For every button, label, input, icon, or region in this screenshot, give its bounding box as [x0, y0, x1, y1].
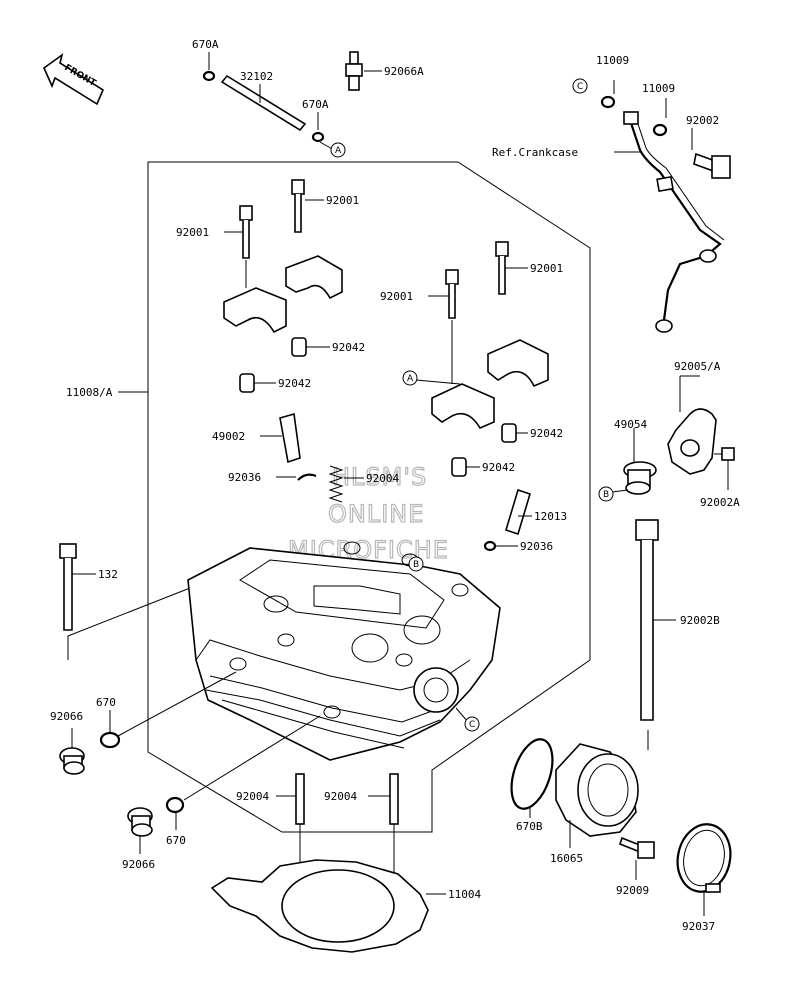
part-92002a-bolt [714, 447, 735, 490]
label-670a-top: 670A [192, 38, 219, 51]
part-cam-cap-3 [487, 339, 549, 388]
label-11008a: 11008/A [66, 386, 113, 399]
label-11004: 11004 [448, 888, 481, 901]
part-92001-bolt-c [495, 241, 528, 295]
label-92002a: 92002A [700, 496, 740, 509]
label-92042-d: 92042 [482, 461, 515, 474]
part-92002b-bolt [635, 519, 676, 750]
label-92005a: 92005/A [674, 360, 721, 373]
label-92002b: 92002B [680, 614, 720, 627]
callout-a-mid: A [402, 370, 418, 386]
part-670-oring-left [99, 671, 237, 749]
callout-c-mid: C [464, 716, 480, 732]
part-92004-spring [328, 465, 364, 503]
part-92001-bolt-d [428, 269, 459, 319]
watermark-line-1: HLSM'S [332, 463, 427, 491]
part-92042-dowel-b [239, 373, 276, 393]
label-92066-b: 92066 [122, 858, 155, 871]
callout-b-right: B [598, 486, 614, 502]
label-92037: 92037 [682, 920, 715, 933]
label-92002: 92002 [686, 114, 719, 127]
part-11008a-cylinder-head [120, 391, 501, 761]
part-92001-bolt-a [291, 179, 324, 233]
part-32102-pipe [220, 74, 307, 132]
part-92036-clip-right [483, 540, 518, 552]
label-11009-a: 11009 [596, 54, 629, 67]
part-132-bolt [59, 543, 96, 631]
part-cam-cap-1 [285, 255, 343, 300]
label-12013: 12013 [534, 510, 567, 523]
part-92009-screw [619, 836, 655, 880]
part-92001-bolt-b [224, 205, 253, 259]
label-92042-c: 92042 [530, 427, 563, 440]
part-92037-clamp [676, 823, 732, 916]
part-12013-guide [505, 488, 532, 536]
label-92036-b: 92036 [520, 540, 553, 553]
label-11009-b: 11009 [642, 82, 675, 95]
label-670-b: 670 [166, 834, 186, 847]
label-92004-top: 92004 [366, 472, 399, 485]
label-92066a: 92066A [384, 65, 424, 78]
label-ref-crankcase: Ref.Crankcase [492, 146, 578, 159]
part-92066-plug-left [59, 728, 85, 775]
part-92042-dowel-a [291, 337, 330, 357]
label-92001-a: 92001 [326, 194, 359, 207]
callout-a-top: A [330, 142, 346, 158]
part-92042-dowel-d [451, 457, 480, 477]
part-92066-plug-right [127, 807, 153, 854]
callout-b-right-label: B [603, 490, 609, 500]
callout-b-mid-label: B [413, 560, 419, 570]
label-92001-b: 92001 [176, 226, 209, 239]
callout-c-mid-label: C [469, 720, 475, 730]
part-670a-oring-mid [311, 112, 335, 151]
callout-a-top-label: A [335, 146, 342, 156]
part-670a-oring [202, 52, 216, 82]
callout-c-top: C [572, 78, 588, 94]
label-670a-mid: 670A [302, 98, 329, 111]
part-92042-dowel-c [501, 423, 528, 443]
label-92001-c: 92001 [530, 262, 563, 275]
label-92001-d: 92001 [380, 290, 413, 303]
callout-b-mid: B [408, 556, 424, 572]
label-92004-r: 92004 [324, 790, 357, 803]
watermark-line-2: ONLINE [328, 500, 424, 528]
part-92036-clip [276, 473, 317, 481]
part-670b-oring [510, 738, 554, 818]
part-49002-guide [260, 412, 301, 464]
label-92042-a: 92042 [332, 341, 365, 354]
callout-c-top-label: C [577, 82, 583, 92]
label-670: 670 [96, 696, 116, 709]
label-49054: 49054 [614, 418, 647, 431]
part-cam-cap-4 [415, 320, 495, 430]
callout-a-mid-label: A [407, 374, 414, 384]
label-92036-a: 92036 [228, 471, 261, 484]
label-92066-a: 92066 [50, 710, 83, 723]
label-92042-b: 92042 [278, 377, 311, 390]
part-11004-gasket [210, 859, 446, 953]
label-32102: 32102 [240, 70, 273, 83]
label-670b: 670B [516, 820, 543, 833]
part-cam-cap-2 [223, 260, 287, 334]
label-92009: 92009 [616, 884, 649, 897]
label-16065: 16065 [550, 852, 583, 865]
part-49054-thermostat [611, 428, 657, 495]
part-16065-intake-holder [555, 743, 639, 848]
part-92005a-cover [667, 375, 717, 475]
part-92066a-sensor [345, 51, 382, 91]
part-670-oring-right [165, 715, 321, 830]
part-oil-pipe [600, 80, 731, 333]
label-49002: 49002 [212, 430, 245, 443]
front-arrow-icon: FRONT [43, 53, 105, 106]
label-132: 132 [98, 568, 118, 581]
label-92004-l: 92004 [236, 790, 269, 803]
